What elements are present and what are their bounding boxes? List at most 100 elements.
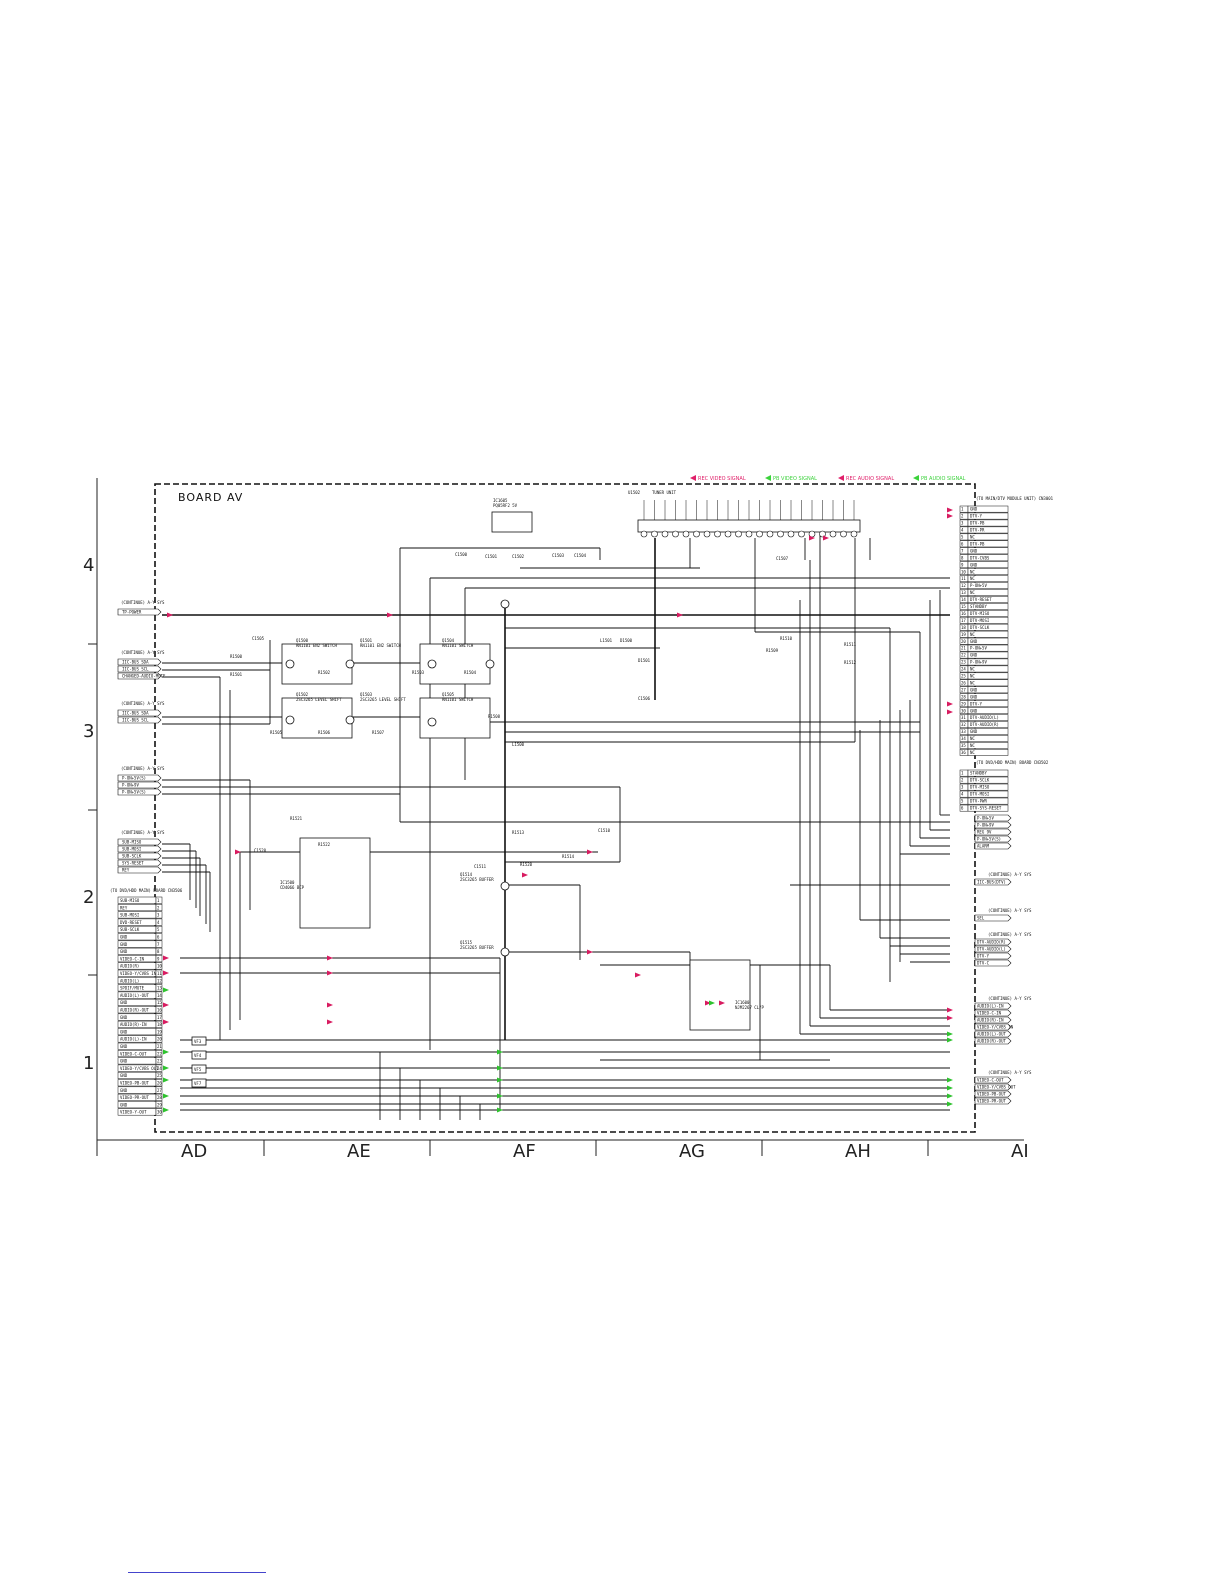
connector-pin: DTV-PB <box>970 541 985 546</box>
connector-pin: DTV-AUDIO(L) <box>970 715 999 720</box>
legend-item: REC AUDIO SIGNAL <box>846 476 894 482</box>
connector-pin: NC <box>970 569 975 574</box>
pin-number: 28 <box>157 1095 162 1100</box>
part-label: C1503 <box>552 553 565 558</box>
part-label: R1512 <box>844 660 857 665</box>
connector-pin: DTV-MISO <box>970 611 990 616</box>
connector-title: (CONTINUE) A-Y SYS <box>121 830 165 835</box>
part-label: D1501 <box>638 658 651 663</box>
pin-number: 9 <box>157 956 160 961</box>
tuner-ref: U1502 <box>628 490 641 495</box>
pin-number: 2 <box>961 514 964 519</box>
ic-part: NJM2267 CL/P <box>735 1005 764 1010</box>
connector-pin: VIDEO-Y-OUT <box>120 1110 147 1115</box>
connector-pin: SUB-SCLK <box>120 927 140 932</box>
transistor-part: RN1101 EN2 SWITCH <box>296 643 338 648</box>
part-label: R1510 <box>780 636 793 641</box>
connector-pin: VIDEO-PB-OUT <box>120 1081 149 1086</box>
pin-number: 7 <box>157 942 160 947</box>
part-label: L1500 <box>512 742 525 747</box>
connector-pin: GND <box>120 1044 128 1049</box>
connector-pin: VIDEO-Y/CVBS IN <box>977 1025 1014 1030</box>
connector-pin: NC <box>970 632 975 637</box>
connector-pin: P-ON+5V(S) <box>122 776 146 781</box>
ic-switch-IC1500 <box>299 837 371 929</box>
connector-pin: DTV-PB <box>970 521 985 526</box>
connector-pin: STANDBY <box>970 604 987 609</box>
pin-number: 35 <box>961 743 966 748</box>
zone-label: AE <box>347 1141 371 1162</box>
pin-number: 2 <box>961 778 964 783</box>
connector-pin: DTV-SCLK <box>970 778 990 783</box>
connector-pin: GND <box>120 949 128 954</box>
connector-title: (CONTINUE) A-Y SYS <box>988 1070 1032 1075</box>
pin-number: 11 <box>157 971 162 976</box>
test-point-label: VF3 <box>194 1039 202 1044</box>
connector-pin: DTV-AUDIO(R) <box>970 722 999 727</box>
connector-title: (CONTINUE) A-Y SYS <box>988 996 1032 1001</box>
pin-number: 12 <box>157 978 162 983</box>
connector-pin: VIDEO-Y/CVBS OUT <box>120 1066 159 1071</box>
connector-pin: AUDIO(R)-IN <box>977 1018 1004 1023</box>
pin-number: 27 <box>157 1088 162 1093</box>
ic-part: PQ05RF2 5V <box>493 503 518 508</box>
connector-pin: P-ON+5V(S) <box>977 837 1001 842</box>
pin-number: 34 <box>961 736 966 741</box>
connector-pin: IIC-BUS(DTV) <box>977 880 1006 885</box>
pin-number: 3 <box>157 913 160 918</box>
pin-number: 28 <box>961 694 966 699</box>
part-label: R1508 <box>488 714 501 719</box>
connector-pin: AUDIO(R)-OUT <box>977 1039 1006 1044</box>
transistor-ref: Q1503 <box>360 692 373 697</box>
connector-pin: GND <box>120 1015 128 1020</box>
row-label: 4 <box>83 555 94 576</box>
part-label: C1500 <box>455 552 468 557</box>
connector-pin: TP-POWER <box>122 610 142 615</box>
pin-number: 1 <box>157 898 160 903</box>
pin-number: 14 <box>961 597 966 602</box>
connector-pin: SYS-RESET <box>122 861 144 866</box>
row-label: 1 <box>83 1053 94 1074</box>
connector-pin: P-ON+9V <box>122 783 139 788</box>
test-point-label: VF5 <box>194 1067 202 1072</box>
connector-pin: NC <box>970 674 975 679</box>
connector-pin: REG 9V <box>977 830 992 835</box>
connector-pin: P-ON+5V <box>970 646 987 651</box>
pin-number: 22 <box>157 1051 162 1056</box>
connector-title: (CONTINUE) A-Y SYS <box>121 701 165 706</box>
transistor-part: 2SC3265 LEVEL SHIFT <box>296 697 342 702</box>
connector-pin: DTV-MISO <box>970 785 990 790</box>
pin-number: 23 <box>961 660 966 665</box>
pin-number: 1 <box>961 771 964 776</box>
zone-label: AD <box>181 1141 207 1162</box>
connector-pin: P-ON+5V <box>970 583 987 588</box>
connector-pin: DTV-Y <box>970 701 983 706</box>
connector-pin: GND <box>970 507 978 512</box>
part-label: D1500 <box>620 638 633 643</box>
ic-regulator-IC1605 <box>491 511 533 533</box>
part-label: R1511 <box>844 642 857 647</box>
transistor-ref: Q1515 <box>460 940 473 945</box>
zone-label: AF <box>513 1141 536 1162</box>
pin-number: 8 <box>157 949 160 954</box>
connector-pin: GND <box>120 942 128 947</box>
pin-number: 16 <box>157 1008 162 1013</box>
tuner-unit-U1502 <box>637 519 861 533</box>
part-label: R1502 <box>318 670 331 675</box>
connector-title: (CONTINUE) A-Y SYS <box>988 908 1032 913</box>
pin-number: 21 <box>961 646 966 651</box>
footer-rule <box>128 1572 266 1573</box>
pin-number: 13 <box>961 590 966 595</box>
connector-pin: DTV-CVBS <box>970 555 990 560</box>
connector-pin: NC <box>970 680 975 685</box>
pin-number: 5 <box>961 535 964 540</box>
connector-title: (CONTINUE) A-Y SYS <box>988 872 1032 877</box>
pin-number: 2 <box>157 905 160 910</box>
connector-pin: VIDEO-C-OUT <box>120 1051 147 1056</box>
pin-number: 4 <box>961 528 964 533</box>
connector-title: (CONTINUE) A-Y SYS <box>121 766 165 771</box>
zone-label: AG <box>679 1141 705 1162</box>
